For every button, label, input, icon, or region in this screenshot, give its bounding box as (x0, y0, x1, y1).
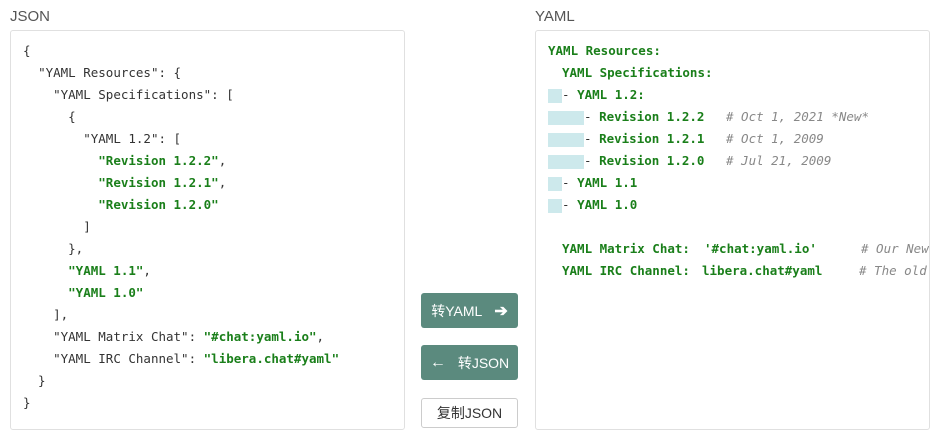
yaml-value: YAML 1.0 (577, 197, 638, 212)
json-line: ], (23, 307, 69, 322)
json-line: { (23, 109, 76, 124)
json-key: "YAML 1.2" (83, 131, 159, 146)
json-line: "YAML 1.1", (68, 263, 151, 278)
json-value: "Revision 1.2.2" (98, 153, 219, 168)
json-line: { (23, 43, 31, 58)
arrow-right-icon: ➔ (494, 302, 508, 320)
json-line: }, (23, 241, 84, 256)
yaml-comment-text: # Oct 1, 2021 *New* (726, 109, 869, 124)
yaml-line: libera.chat#yaml (702, 260, 822, 282)
yaml-pane-title: YAML (535, 8, 575, 25)
yaml-line: YAML Resources: (548, 40, 661, 62)
yaml-value: '#chat:yaml.io' (704, 241, 817, 256)
indent-guide (548, 110, 584, 125)
json-line: "Revision 1.2.0" (23, 194, 219, 216)
convert-to-json-label: 转JSON (457, 354, 510, 371)
yaml-comment: # Jul 21, 2009 (726, 150, 831, 172)
yaml-line: - YAML 1.0 (548, 194, 637, 216)
json-line: } (23, 373, 46, 388)
json-line: "YAML Resources": { (38, 65, 182, 80)
json-pane-title: JSON (10, 8, 51, 25)
json-line: "YAML Matrix Chat": "#chat:yaml.io", (53, 329, 325, 344)
copy-json-button[interactable]: 复制JSON (421, 398, 518, 428)
yaml-editor[interactable]: YAML Resources: YAML Specifications: - Y… (535, 30, 930, 430)
yaml-line: - Revision 1.2.2 (548, 106, 704, 128)
arrow-left-icon: ← (429, 353, 446, 371)
yaml-comment: # Oct 1, 2009 (726, 128, 824, 150)
yaml-line: - Revision 1.2.0 (548, 150, 704, 172)
yaml-comment: # The old (859, 260, 927, 282)
json-line: "YAML 1.0" (23, 282, 143, 304)
yaml-value: Revision 1.2.1 (599, 131, 705, 146)
yaml-comment: # Our New (861, 238, 929, 260)
yaml-line: YAML IRC Channel: (562, 260, 690, 282)
yaml-line: - YAML 1.1 (548, 172, 637, 194)
yaml-comment: # Oct 1, 2021 *New* (726, 106, 869, 128)
yaml-value: Revision 1.2.2 (599, 109, 705, 124)
yaml-key: YAML Resources: (548, 43, 661, 58)
json-line: "Revision 1.2.2", (98, 153, 227, 168)
json-value: "#chat:yaml.io" (203, 329, 317, 344)
convert-to-yaml-button[interactable]: 转YAML ➔ (421, 293, 518, 328)
json-value: "YAML 1.1" (68, 263, 144, 278)
yaml-line: YAML Specifications: (562, 62, 713, 84)
convert-to-json-button[interactable]: ← 转JSON (421, 345, 518, 380)
yaml-line: YAML Matrix Chat: (562, 238, 690, 260)
yaml-value: Revision 1.2.0 (599, 153, 705, 168)
json-line: ] (23, 219, 91, 234)
yaml-line: - Revision 1.2.1 (548, 128, 704, 150)
yaml-comment-text: # Oct 1, 2009 (726, 131, 824, 146)
indent-guide (548, 176, 562, 191)
json-value: "YAML 1.0" (68, 285, 144, 300)
json-line: } (23, 395, 31, 410)
json-line: "Revision 1.2.1", (98, 175, 227, 190)
yaml-line: '#chat:yaml.io' (704, 238, 817, 260)
indent-guide (548, 154, 584, 169)
convert-to-yaml-label: 转YAML (431, 302, 483, 319)
copy-json-label: 复制JSON (436, 405, 503, 421)
yaml-value: libera.chat#yaml (702, 263, 823, 278)
indent-guide (548, 88, 562, 103)
json-line: "YAML 1.2": [ (83, 131, 182, 146)
yaml-key: YAML Specifications: (562, 65, 713, 80)
yaml-key: YAML 1.2: (577, 87, 645, 102)
json-editor[interactable]: { "YAML Resources": { "YAML Specificatio… (10, 30, 405, 430)
yaml-key: YAML IRC Channel: (562, 263, 690, 278)
json-key: "YAML Matrix Chat" (53, 329, 189, 344)
indent-guide (548, 198, 562, 213)
yaml-comment-text: # The old (859, 263, 927, 278)
json-key: "YAML Resources" (38, 65, 159, 80)
json-value: "libera.chat#yaml" (203, 351, 340, 366)
yaml-comment-text: # Our New (861, 241, 929, 256)
json-value: "Revision 1.2.1" (98, 175, 219, 190)
json-value: "Revision 1.2.0" (98, 197, 219, 212)
json-key: "YAML Specifications" (53, 87, 212, 102)
indent-guide (548, 132, 584, 147)
yaml-value: YAML 1.1 (577, 175, 638, 190)
json-line: "YAML Specifications": [ (53, 87, 234, 102)
yaml-key: YAML Matrix Chat: (562, 241, 690, 256)
yaml-comment-text: # Jul 21, 2009 (726, 153, 832, 168)
json-key: "YAML IRC Channel" (53, 351, 189, 366)
yaml-line: - YAML 1.2: (548, 84, 645, 106)
json-line: "YAML IRC Channel": "libera.chat#yaml" (53, 351, 340, 366)
